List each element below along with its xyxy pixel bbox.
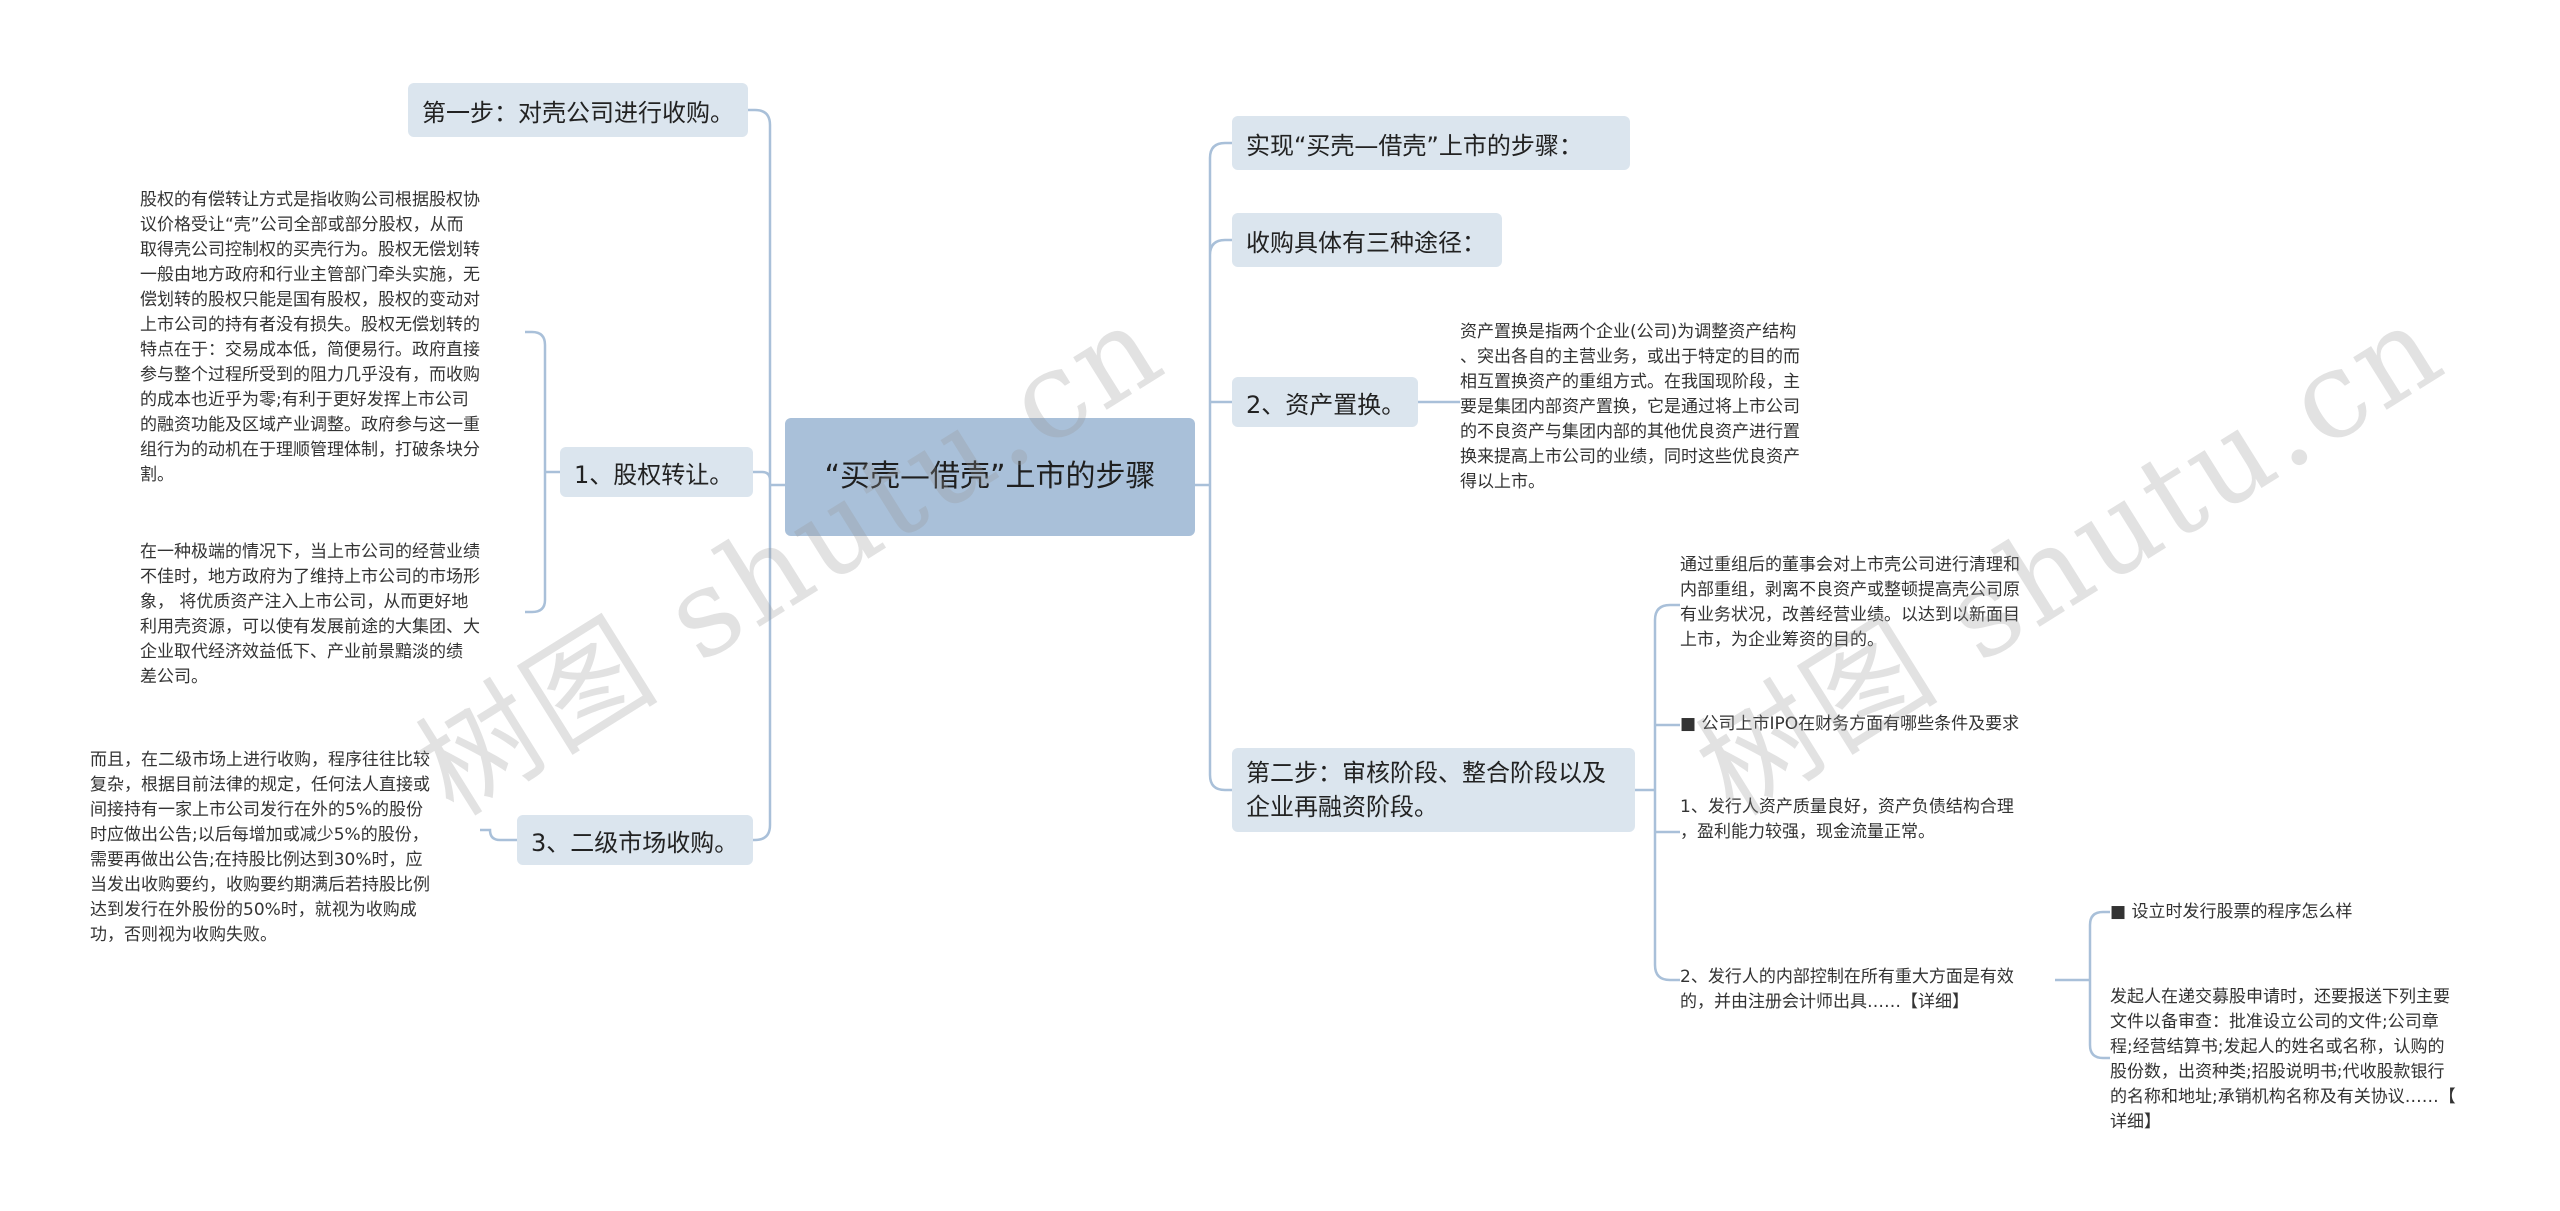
- node-equity-transfer-label: 1、股权转让。: [574, 460, 734, 489]
- connector-root-right: [1195, 141, 1232, 792]
- node-step2-label: 第二步：审核阶段、整合阶段以及企业再融资阶段。: [1246, 759, 1606, 821]
- connector-c4-children: [2055, 910, 2110, 1060]
- ipo-procedure-detail[interactable]: 发起人在递交募股申请时，还要报送下列主要 文件以备审查：批准设立公司的文件;公司…: [2110, 987, 2456, 1132]
- ipo-procedure-link[interactable]: ■ 设立时发行股票的程序怎么样: [2110, 902, 2353, 922]
- step2-child-ipo-link[interactable]: ■ 公司上市IPO在财务方面有哪些条件及要求: [1680, 714, 2020, 734]
- connector-step2-children: [1635, 603, 1680, 982]
- node-three-ways[interactable]: 收购具体有三种途径：: [1232, 213, 1502, 267]
- connector-root-left: [748, 108, 785, 842]
- node-step1-label: 第一步：对壳公司进行收购。: [422, 98, 734, 127]
- node-realize-steps-label: 实现“买壳—借壳”上市的步骤：: [1246, 131, 1583, 160]
- asset-swap-detail: 资产置换是指两个企业(公司)为调整资产结构 、突出各自的主营业务，或出于特定的目…: [1460, 322, 1800, 492]
- secondary-market-detail: 而且，在二级市场上进行收购，程序往往比较 复杂，根据目前法律的规定，任何法人直接…: [90, 750, 430, 945]
- step2-child-internal-control[interactable]: 2、发行人的内部控制在所有重大方面是有效 的，并由注册会计师出具……【详细】: [1680, 967, 2014, 1012]
- step2-child-asset-quality: 1、发行人资产质量良好，资产负债结构合理 ，盈利能力较强，现金流量正常。: [1680, 797, 2014, 842]
- root-title: “买壳—借壳”上市的步骤: [824, 459, 1156, 494]
- equity-detail-paid-transfer: 股权的有偿转让方式是指收购公司根据股权协 议价格受让“壳”公司全部或部分股权，从…: [140, 190, 480, 485]
- equity-detail-extreme-case: 在一种极端的情况下，当上市公司的经营业绩 不佳时，地方政府为了维持上市公司的市场…: [140, 542, 480, 687]
- node-asset-swap-label: 2、资产置换。: [1246, 390, 1406, 419]
- connector-equity-details: [525, 330, 560, 614]
- node-equity-transfer[interactable]: 1、股权转让。: [560, 447, 753, 497]
- node-asset-swap[interactable]: 2、资产置换。: [1232, 377, 1418, 427]
- node-realize-steps[interactable]: 实现“买壳—借壳”上市的步骤：: [1232, 116, 1630, 170]
- node-step1[interactable]: 第一步：对壳公司进行收购。: [408, 83, 748, 137]
- step2-child-restructure: 通过重组后的董事会对上市壳公司进行清理和 内部重组，剥离不良资产或整顿提高壳公司…: [1680, 555, 2020, 650]
- node-three-ways-label: 收购具体有三种途径：: [1246, 228, 1486, 257]
- node-step2[interactable]: 第二步：审核阶段、整合阶段以及企业再融资阶段。: [1232, 748, 1635, 832]
- node-secondary-market-label: 3、二级市场收购。: [531, 828, 739, 857]
- connector-secondary-detail: [480, 828, 517, 842]
- root-node[interactable]: “买壳—借壳”上市的步骤: [785, 418, 1195, 536]
- node-secondary-market[interactable]: 3、二级市场收购。: [517, 815, 753, 865]
